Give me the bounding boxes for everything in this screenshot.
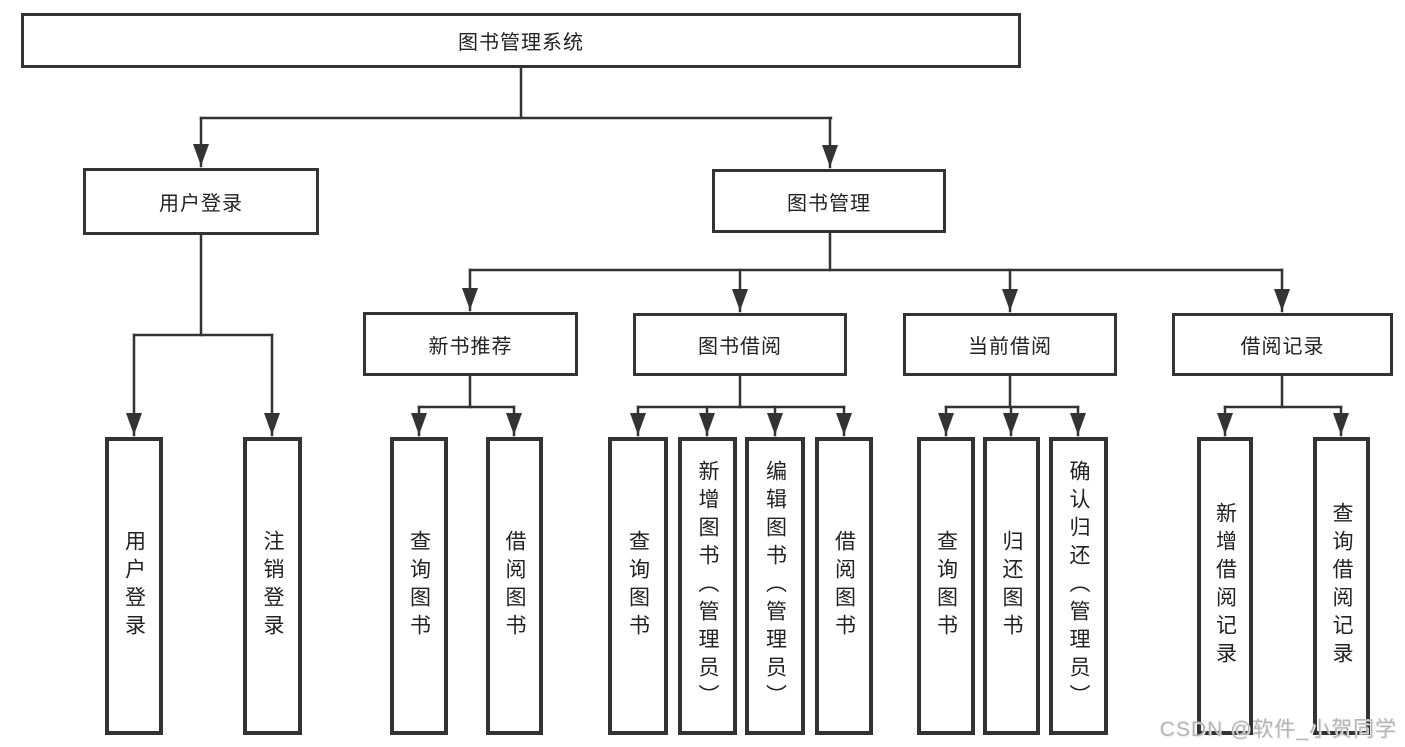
leaf-current-query-books-label: 查询图书 <box>934 530 958 642</box>
leaf-logout-label: 注销登录 <box>261 530 284 642</box>
leaf-borrow-query-books: 查询图书 <box>608 437 668 735</box>
node-borrow-records-label: 借阅记录 <box>1240 336 1325 358</box>
node-book-borrow-label: 图书借阅 <box>698 336 782 358</box>
leaf-borrow-books-label: 借阅图书 <box>832 530 856 642</box>
leaf-return-books-label: 归还图书 <box>1000 530 1023 642</box>
leaf-borrow-query-books-label: 查询图书 <box>626 530 650 642</box>
leaf-logout: 注销登录 <box>243 437 302 735</box>
node-root: 图书管理系统 <box>21 13 1021 68</box>
node-user-login: 用户登录 <box>83 168 319 235</box>
watermark: CSDN @软件_小贺同学 <box>1159 718 1397 741</box>
node-current-borrow: 当前借阅 <box>903 313 1117 376</box>
leaf-edit-books-admin-label: 编辑图书（管理员） <box>763 460 787 712</box>
node-book-borrow: 图书借阅 <box>633 313 847 376</box>
leaf-current-query-books: 查询图书 <box>917 437 975 735</box>
leaf-add-books-admin-label: 新增图书（管理员） <box>696 460 719 712</box>
leaf-add-borrow-record: 新增借阅记录 <box>1197 437 1253 735</box>
leaf-add-books-admin: 新增图书（管理员） <box>678 437 737 735</box>
leaf-newrec-borrow-books-label: 借阅图书 <box>503 530 526 642</box>
leaf-newrec-borrow-books: 借阅图书 <box>486 437 543 735</box>
leaf-confirm-return-admin: 确认归还（管理员） <box>1049 437 1108 735</box>
leaf-borrow-books: 借阅图书 <box>815 437 873 735</box>
node-new-book-recommend-label: 新书推荐 <box>428 335 513 358</box>
node-current-borrow-label: 当前借阅 <box>968 336 1052 358</box>
node-book-management: 图书管理 <box>712 169 946 233</box>
leaf-newrec-query-books: 查询图书 <box>390 437 448 735</box>
leaf-add-borrow-record-label: 新增借阅记录 <box>1213 502 1237 670</box>
node-book-management-label: 图书管理 <box>787 192 871 215</box>
leaf-edit-books-admin: 编辑图书（管理员） <box>745 437 805 735</box>
leaf-query-borrow-record: 查询借阅记录 <box>1313 437 1370 735</box>
node-borrow-records: 借阅记录 <box>1172 313 1393 376</box>
node-root-label: 图书管理系统 <box>458 32 584 54</box>
leaf-user-login: 用户登录 <box>105 437 163 735</box>
leaf-user-login-label: 用户登录 <box>122 530 146 642</box>
leaf-return-books: 归还图书 <box>983 437 1040 735</box>
leaf-query-borrow-record-label: 查询借阅记录 <box>1330 502 1353 670</box>
node-new-book-recommend: 新书推荐 <box>363 312 578 376</box>
leaf-newrec-query-books-label: 查询图书 <box>407 530 431 642</box>
node-user-login-label: 用户登录 <box>159 193 243 215</box>
leaf-confirm-return-admin-label: 确认归还（管理员） <box>1067 460 1090 712</box>
